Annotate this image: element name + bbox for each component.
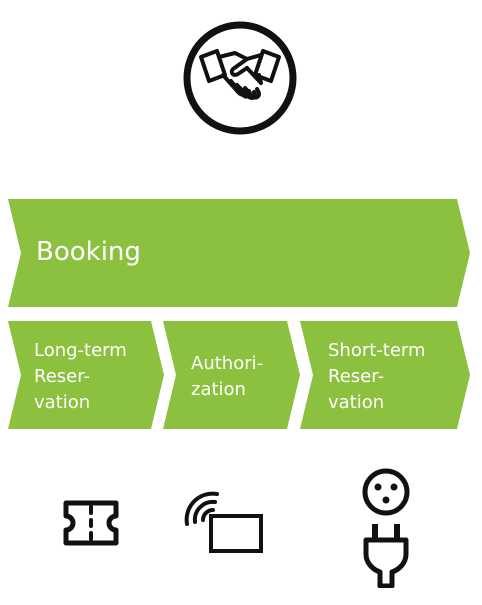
step-long-term-reservation: Long-term Reser- vation <box>8 321 164 429</box>
step-short-term-reservation: Short-term Reser- vation <box>300 321 470 429</box>
step-label: Authori- zation <box>191 353 264 400</box>
socket-and-plug-icon <box>358 468 414 589</box>
booking-chevron-shape <box>8 199 470 307</box>
booking-label: Booking <box>36 237 141 267</box>
step-label: Long-term Reser- vation <box>34 340 127 413</box>
contactless-card-icon <box>183 486 265 556</box>
step-chevron-shape <box>300 321 470 429</box>
step-label: Short-term Reser- vation <box>328 340 426 413</box>
step-chevron-shape <box>8 321 164 429</box>
step-authorization: Authori- zation <box>163 321 300 429</box>
step-chevron-shape <box>163 321 300 429</box>
handshake-icon <box>181 19 299 137</box>
ticket-icon <box>60 497 122 549</box>
booking-chevron: Booking <box>8 199 470 307</box>
